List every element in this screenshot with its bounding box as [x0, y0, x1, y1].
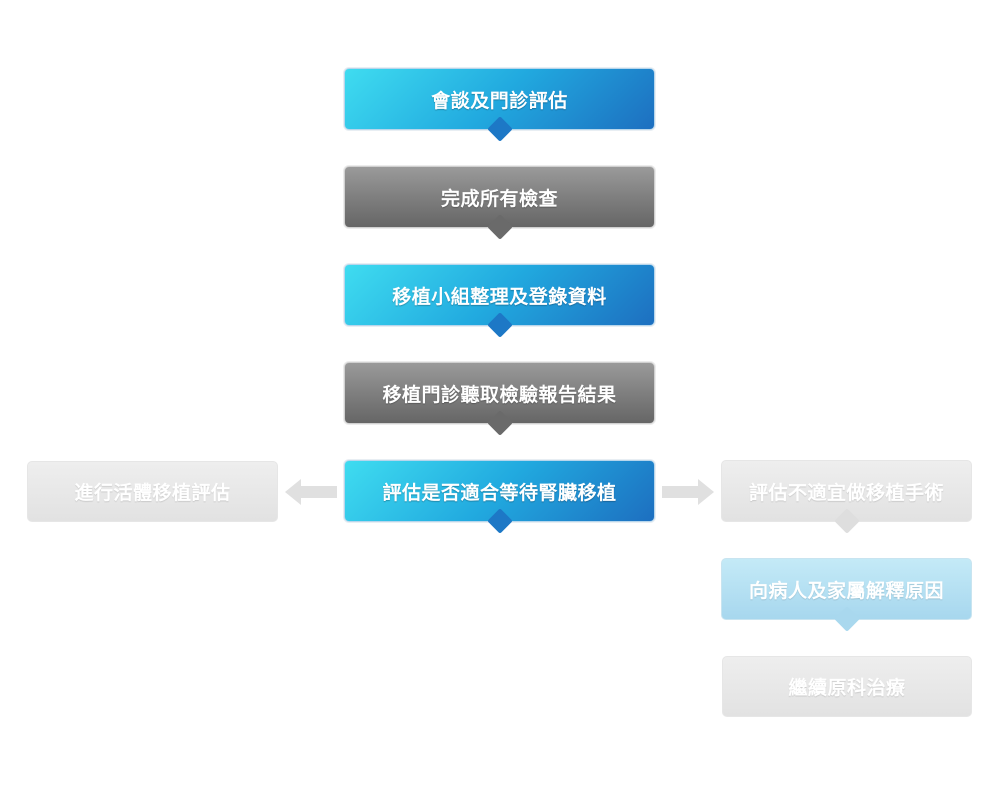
step-label: 向病人及家屬解釋原因: [748, 579, 944, 602]
step-label: 會談及門診評估: [431, 89, 568, 112]
result-label: 評估不適宜做移植手術: [748, 481, 944, 504]
option-living-donor-evaluation: 進行活體移植評估: [27, 461, 278, 522]
result-unsuitable-for-transplant: 評估不適宜做移植手術: [721, 460, 972, 534]
down-pointer-icon: [833, 508, 860, 534]
step-continue-original-treatment: 繼續原科治療: [722, 656, 972, 717]
down-pointer-icon: [486, 508, 513, 534]
option-label: 進行活體移植評估: [74, 482, 231, 504]
step-hear-test-results: 移植門診聽取檢驗報告結果: [344, 362, 655, 436]
step-label: 繼續原科治療: [788, 677, 906, 699]
right-arrow-icon: [662, 479, 714, 505]
step-complete-exams: 完成所有檢查: [344, 166, 655, 240]
step-interview-evaluation: 會談及門診評估: [344, 68, 655, 142]
step-label: 評估是否適合等待腎臟移植: [382, 481, 617, 504]
left-arrow-icon: [285, 479, 337, 505]
down-pointer-icon: [486, 116, 513, 142]
down-pointer-icon: [486, 312, 513, 338]
step-explain-to-family: 向病人及家屬解釋原因: [721, 558, 972, 632]
step-label: 移植門診聽取檢驗報告結果: [382, 383, 617, 406]
down-pointer-icon: [486, 410, 513, 436]
step-label: 完成所有檢查: [440, 187, 558, 210]
step-organize-register-data: 移植小組整理及登錄資料: [344, 264, 655, 338]
step-evaluate-suitability: 評估是否適合等待腎臟移植: [344, 460, 655, 534]
down-pointer-icon: [486, 214, 513, 240]
down-pointer-icon: [833, 606, 860, 632]
step-label: 移植小組整理及登錄資料: [392, 285, 607, 308]
